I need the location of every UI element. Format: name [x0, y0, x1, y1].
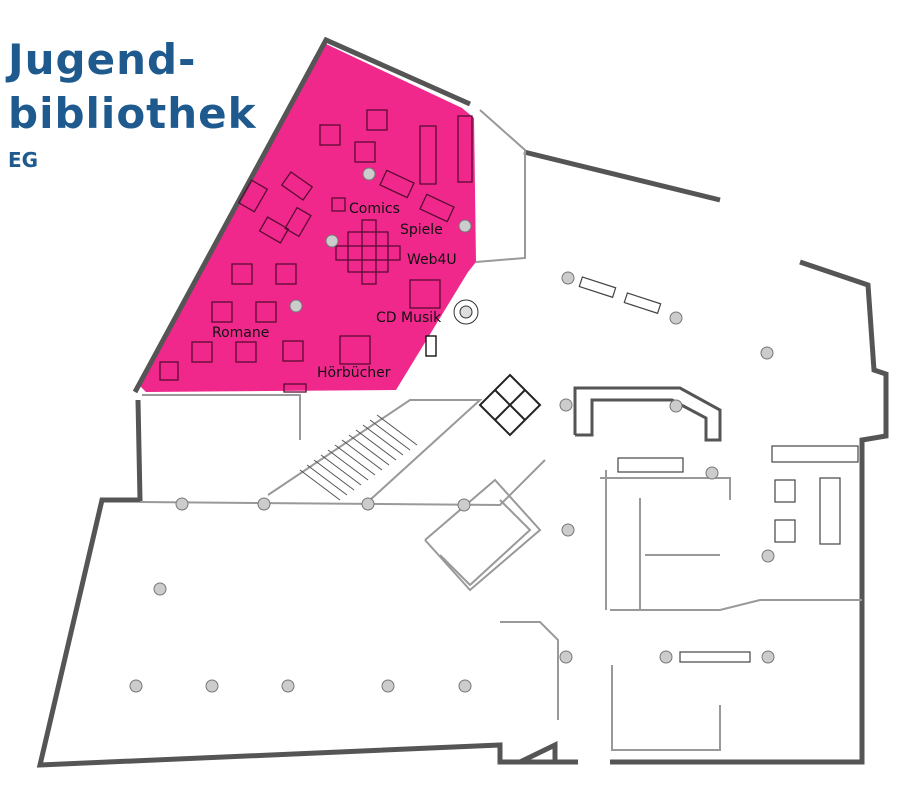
stair-step [376, 414, 418, 446]
column [760, 346, 774, 360]
shelves [578, 276, 859, 663]
staircase [299, 414, 418, 501]
column [559, 650, 573, 664]
stair-step [362, 424, 404, 456]
stair-step [369, 419, 411, 451]
column [257, 497, 271, 511]
column [761, 650, 775, 664]
stair-step [320, 454, 362, 486]
furniture [159, 109, 473, 393]
stair-step [313, 459, 355, 491]
column [205, 679, 219, 693]
area-label-hoerbuecher: Hörbücher [317, 365, 391, 381]
stair-step [355, 429, 397, 461]
column [325, 234, 339, 248]
column [559, 398, 573, 412]
area-label-comics: Comics [349, 201, 400, 217]
column [381, 679, 395, 693]
column [175, 497, 189, 511]
column [361, 497, 375, 511]
title-line-1: Jugend- [8, 35, 197, 84]
column [457, 498, 471, 512]
stair-step [299, 469, 341, 501]
area-label-romane: Romane [212, 325, 269, 341]
columns [129, 167, 775, 693]
column [458, 219, 472, 233]
area-label-spiele: Spiele [400, 222, 443, 238]
column [362, 167, 376, 181]
stair-step [334, 444, 376, 476]
stair-step [327, 449, 369, 481]
column [561, 271, 575, 285]
column [153, 582, 167, 596]
youth-library-area[interactable] [140, 44, 476, 392]
outer-walls [36, 36, 889, 768]
column [659, 650, 673, 664]
area-label-web4u: Web4U [407, 252, 457, 268]
title-line-2: bibliothek [8, 89, 257, 138]
column [458, 679, 472, 693]
stair-step [348, 434, 390, 466]
elevator-shaft [478, 373, 542, 437]
column [705, 466, 719, 480]
column [761, 549, 775, 563]
column [281, 679, 295, 693]
stair-step [306, 464, 348, 496]
floor-label: EG [8, 148, 39, 172]
service-counter [573, 386, 722, 442]
area-label-cd-musik: CD Musik [376, 310, 442, 326]
column [129, 679, 143, 693]
column [669, 399, 683, 413]
column [561, 523, 575, 537]
column [669, 311, 683, 325]
stair-step [341, 439, 383, 471]
column [289, 299, 303, 313]
